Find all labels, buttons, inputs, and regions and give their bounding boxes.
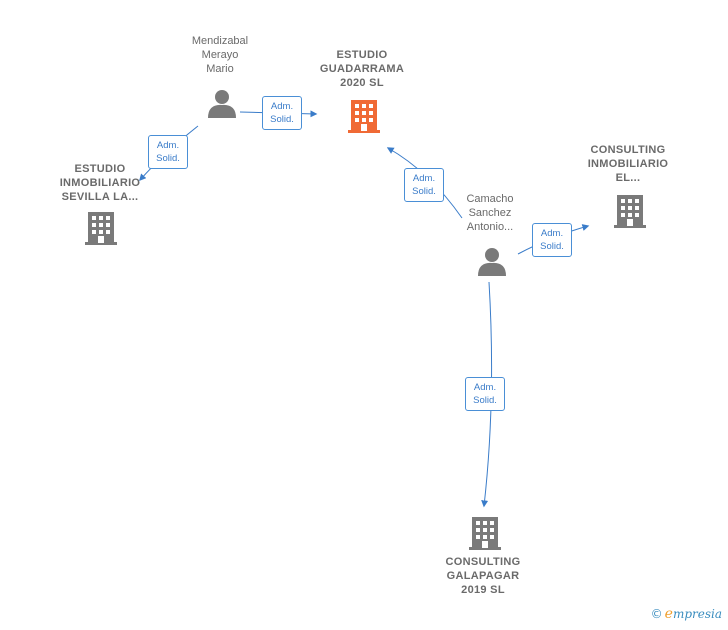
brand-logo: ©empresia <box>651 606 722 622</box>
edge-label-camacho-consulting-el[interactable]: Adm. Solid. <box>532 223 572 257</box>
edge-label-mendizabal-guadarrama[interactable]: Adm. Solid. <box>262 96 302 130</box>
copyright-symbol: © <box>650 607 663 621</box>
node-label-mendizabal: Mendizabal Merayo Mario <box>191 35 249 75</box>
building-icon[interactable] <box>614 193 646 229</box>
person-icon[interactable] <box>207 88 237 118</box>
node-label-estudio-guadarrama: ESTUDIO GUADARRAMA 2020 SL <box>319 49 405 89</box>
edge-label-camacho-galapagar[interactable]: Adm. Solid. <box>465 377 505 411</box>
brand-initial: e <box>664 606 673 622</box>
brand-name: mpresia <box>672 607 722 621</box>
person-icon[interactable] <box>477 246 507 276</box>
node-label-estudio-sevilla: ESTUDIO INMOBILIARIO SEVILLA LA... <box>59 163 141 203</box>
building-icon[interactable] <box>348 98 380 134</box>
edge-label-mendizabal-sevilla[interactable]: Adm. Solid. <box>148 135 188 169</box>
node-label-consulting-el: CONSULTING INMOBILIARIO EL... <box>587 144 669 184</box>
building-icon[interactable] <box>85 210 117 246</box>
building-icon[interactable] <box>469 515 501 551</box>
node-label-consulting-galapagar: CONSULTING GALAPAGAR 2019 SL <box>445 556 521 596</box>
node-label-camacho: Camacho Sanchez Antonio... <box>466 193 514 233</box>
edge-label-camacho-guadarrama[interactable]: Adm. Solid. <box>404 168 444 202</box>
